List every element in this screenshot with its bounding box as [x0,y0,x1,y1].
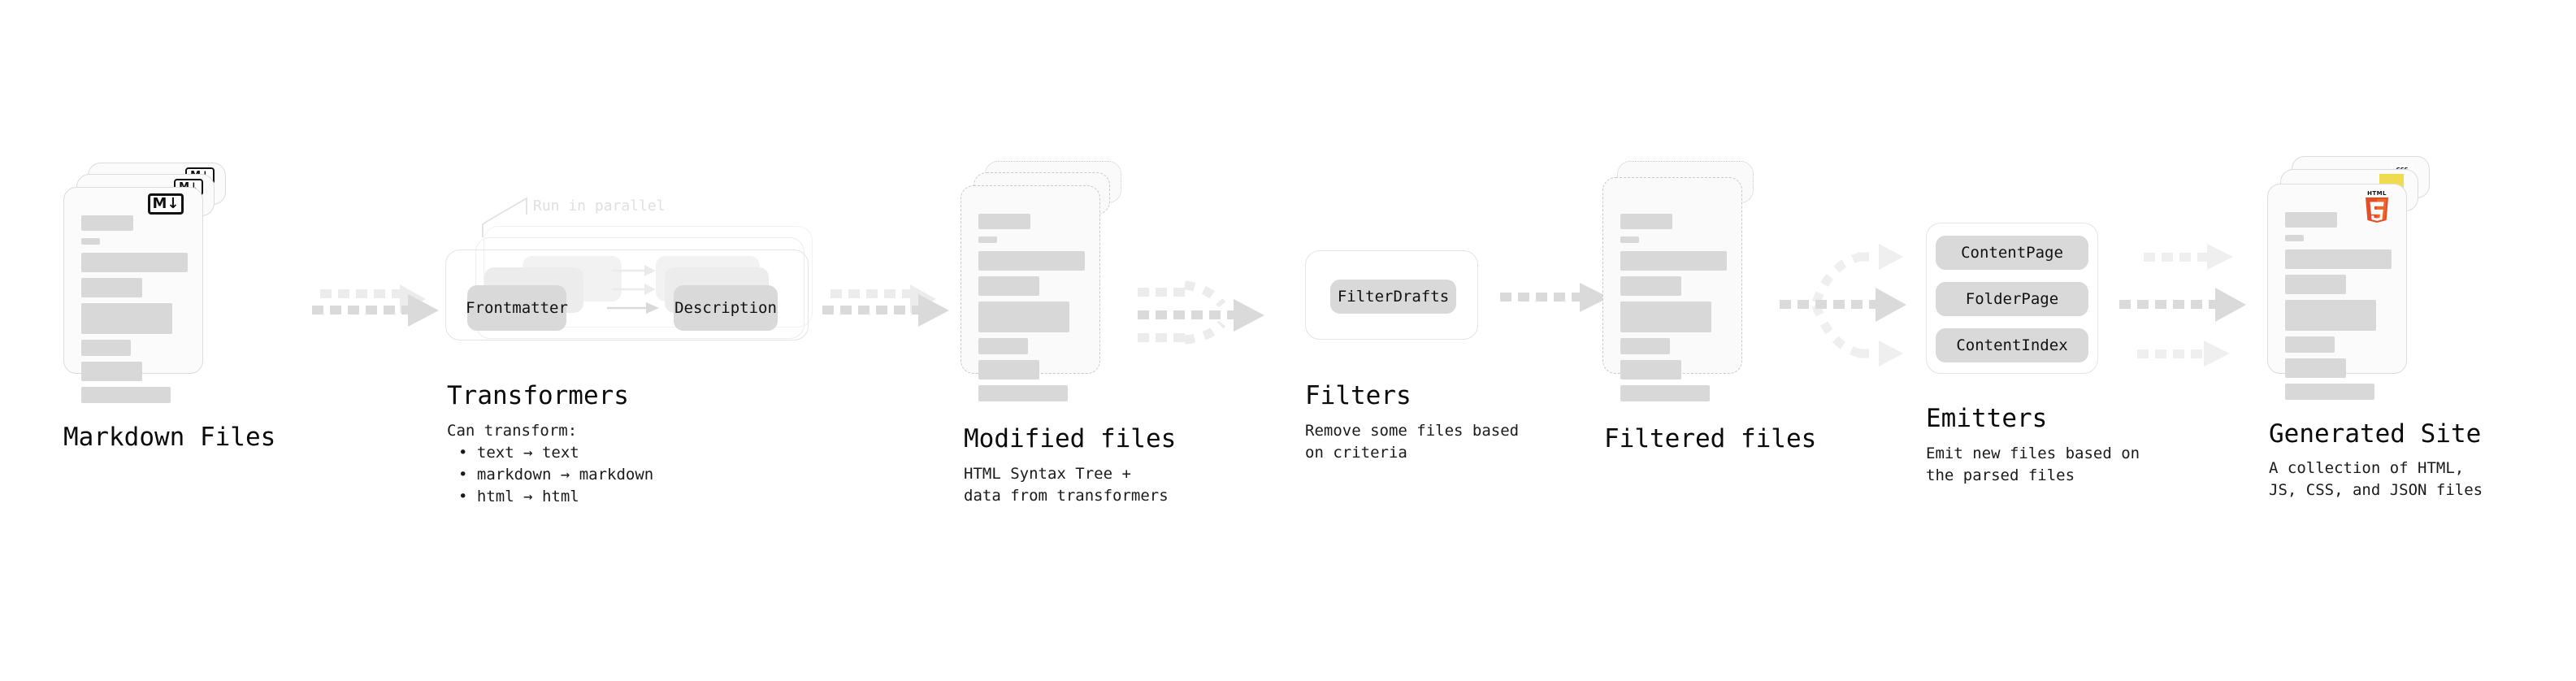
modified-files-stack [961,161,1135,401]
filters-title: Filters [1305,381,1412,410]
doc-bar-small [978,236,997,243]
doc-bar-title [81,215,133,231]
emitters-title: Emitters [1926,404,2048,433]
emitter-chip-contentindex-label: ContentIndex [1956,336,2068,354]
doc-bar-line-3 [2285,300,2376,331]
emitter-chip-folderpage-label: FolderPage [1965,290,2059,308]
doc-bar-line-3 [1620,301,1711,332]
doc-bar-line-3 [81,303,172,334]
transformers-bullet-1: • text → text [458,444,579,462]
emitters-group [1926,223,2098,374]
modified-files-title: Modified files [964,424,1177,453]
doc-bar-line-2 [81,278,142,297]
svg-text:HTML: HTML [2367,190,2387,197]
generated-site-stack: CSS HTML [2267,156,2442,400]
markdown-icon: M↓ [148,193,184,215]
doc-bar-line-5 [81,362,142,381]
arrow-filters-to-filtered [1500,283,1609,312]
filters-description: Remove some files based on criteria [1305,422,1520,462]
emitter-chip-contentpage-label: ContentPage [1961,244,2063,262]
doc-bar-line-4 [978,338,1028,354]
doc-bar-line-4 [2285,336,2335,353]
transformers-bullet-3: • html → html [458,488,579,505]
doc-bar-line-6 [81,387,171,403]
markdown-card-front [63,187,203,403]
doc-bar-line-2 [1620,276,1681,296]
doc-bar-line-1 [2285,249,2392,269]
transformer-chip-frontmatter-label: Frontmatter [466,299,568,317]
doc-bar-line-5 [2285,358,2346,378]
emitter-chip-contentindex[interactable]: ContentIndex [1936,328,2088,362]
doc-bar-line-5 [1620,360,1681,380]
markdown-files-title: Markdown Files [63,423,276,452]
arrow-markdown-to-transformers [312,284,439,327]
doc-bar-line-5 [978,360,1039,380]
doc-bar-title [978,214,1030,229]
doc-bar-line-3 [978,301,1069,332]
doc-bar-line-4 [1620,338,1670,354]
arrow-modified-to-filters [1138,280,1264,345]
doc-bar-line-1 [81,253,188,272]
html5-icon: HTML [2366,190,2388,223]
arrow-transformers-to-modified [822,284,949,327]
modified-card-front [961,185,1100,401]
transformer-group-front [445,249,809,340]
doc-bar-title [2285,212,2337,228]
filter-chip-filterdrafts[interactable]: FilterDrafts [1330,280,1456,314]
doc-bar-line-1 [1620,251,1727,271]
filtered-files-stack [1602,161,1777,401]
filtered-files-title: Filtered files [1604,424,1817,453]
modified-files-description: HTML Syntax Tree + data from transformer… [964,465,1169,505]
filtered-card-front [1602,177,1742,401]
generated-site-description: A collection of HTML, JS, CSS, and JSON … [2269,459,2483,499]
transformer-internal-arrows [607,265,659,314]
doc-bar-small [81,238,100,245]
arrow-filtered-to-emitters [1780,244,1906,367]
run-in-parallel-leader [482,197,527,237]
doc-bar-line-6 [1620,385,1710,401]
doc-bar-line-6 [978,385,1068,401]
doc-bar-title [1620,214,1672,229]
doc-bar-line-2 [2285,275,2346,294]
doc-bar-line-1 [978,251,1085,271]
doc-bar-small [2285,235,2304,241]
generated-site-title: Generated Site [2269,419,2482,449]
run-in-parallel-label: Run in parallel [533,197,666,215]
filter-chip-filterdrafts-label: FilterDrafts [1337,288,1450,306]
doc-bar-line-2 [978,276,1039,296]
filters-group [1305,250,1478,340]
transformer-chip-description[interactable]: Description [674,285,778,331]
transformer-chip-description-label: Description [674,299,777,317]
emitter-chip-contentpage[interactable]: ContentPage [1936,236,2088,270]
transformers-bullet-2: • markdown → markdown [458,466,654,484]
doc-bar-small [1620,236,1639,243]
transformer-group-back-2 [484,226,813,327]
transformers-title: Transformers [447,381,629,410]
transformers-description: Can transform: [447,422,578,440]
markdown-files-stack: M↓ M↓ M↓ [63,163,234,403]
doc-bar-line-4 [81,340,131,356]
markdown-badge-text: M↓ [152,195,180,212]
arrow-emitters-to-site [2119,244,2246,367]
transformer-chip-frontmatter[interactable]: Frontmatter [466,285,568,331]
doc-bar-line-6 [2285,384,2374,400]
emitters-description: Emit new files based on the parsed files [1926,445,2140,484]
emitter-chip-folderpage[interactable]: FolderPage [1936,282,2088,316]
